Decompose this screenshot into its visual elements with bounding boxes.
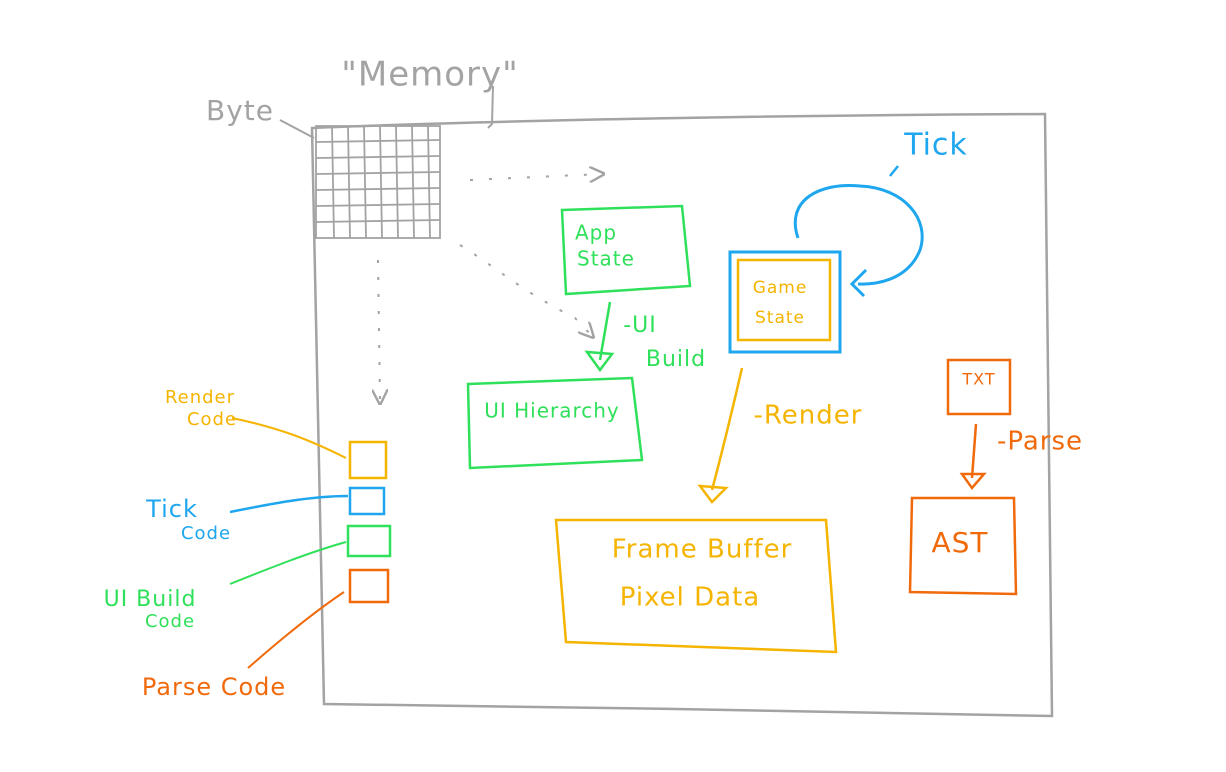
render-edge-label: -Render xyxy=(754,401,863,431)
grid-arrow-down xyxy=(378,259,380,402)
app-state-label-1: App xyxy=(575,221,617,245)
tick-label: Tick xyxy=(903,128,968,163)
framebuffer-label-2: Pixel Data xyxy=(620,583,760,613)
memory-title-leader xyxy=(487,85,494,129)
tick-code-label-1: Tick xyxy=(145,495,198,523)
memory-title: "Memory" xyxy=(341,55,519,95)
render-arrowhead xyxy=(697,484,729,504)
render-code-box xyxy=(348,440,388,480)
txt-label: TXT xyxy=(961,370,995,389)
byte-label: Byte xyxy=(206,94,274,127)
byte-grid xyxy=(315,125,441,239)
ui-build-arrowhead xyxy=(584,350,615,373)
ui-build-edge-label-2: Build xyxy=(646,347,706,372)
game-state-box-outer xyxy=(728,250,842,354)
parse-code-label: Parse Code xyxy=(142,673,286,701)
ui-build-edge-label-1: -UI xyxy=(623,313,657,338)
render-code-leader xyxy=(231,417,347,459)
render-code-label-2: Code xyxy=(187,409,237,430)
tick-code-leader xyxy=(229,494,349,514)
ui-build-arrow xyxy=(598,301,612,361)
tick-leader xyxy=(889,165,899,177)
parse-arrow xyxy=(970,423,978,479)
txt-box xyxy=(946,358,1012,416)
tick-loop-arrow xyxy=(793,183,924,286)
parse-code-leader xyxy=(247,591,345,669)
grid-arrow-diagonal xyxy=(459,244,592,336)
framebuffer-box xyxy=(554,518,838,654)
tick-code-box xyxy=(348,486,386,516)
tick-code-label-2: Code xyxy=(181,523,231,544)
tick-loop-arrowhead xyxy=(849,268,868,298)
render-code-label-1: Render xyxy=(165,387,235,408)
ui-hierarchy-label: UI Hierarchy xyxy=(484,399,620,423)
ui-build-code-leader xyxy=(229,541,347,585)
parse-code-box xyxy=(348,568,390,604)
app-state-box xyxy=(560,204,692,296)
game-state-label-1: Game xyxy=(753,278,808,298)
ast-label: AST xyxy=(931,526,988,559)
grid-arrow-right xyxy=(469,174,602,180)
parse-edge-label: -Parse xyxy=(997,427,1083,457)
framebuffer-label-1: Frame Buffer xyxy=(612,535,793,565)
game-state-label-2: State xyxy=(755,308,805,328)
ast-box xyxy=(908,496,1018,596)
byte-leader xyxy=(279,119,315,139)
ui-build-code-label-1: UI Build xyxy=(104,587,197,612)
memory-box xyxy=(310,112,1054,718)
app-state-label-2: State xyxy=(577,247,635,271)
ui-hierarchy-box xyxy=(466,376,644,470)
ui-build-code-box xyxy=(346,524,392,558)
game-state-box-inner xyxy=(736,258,832,342)
parse-arrowhead xyxy=(959,472,987,491)
render-arrow xyxy=(710,367,744,491)
ui-build-code-label-2: Code xyxy=(145,611,195,632)
